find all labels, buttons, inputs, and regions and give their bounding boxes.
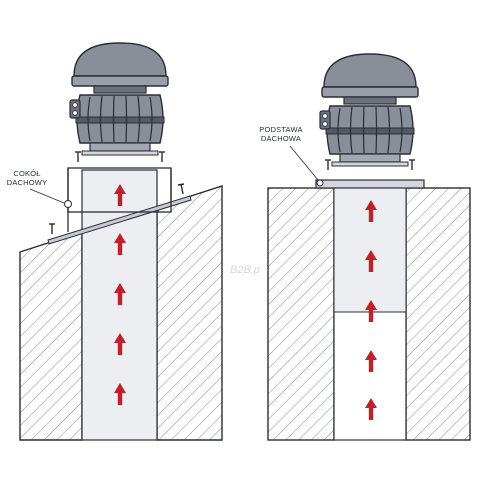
watermark: B2B.p [230,264,260,276]
left-roof-plate [47,195,192,245]
label-podstawa-line1: PODSTAWA [259,125,303,134]
left-installation [19,42,223,441]
screw-icon [325,159,415,170]
fan-hood-icon [69,42,169,156]
label-podstawa-line2: DACHOWA [260,133,302,143]
roof-base [315,179,425,189]
right-wall-outer [267,187,335,441]
label-cokol-line1: COKÓŁ [13,169,41,178]
screw-icon [49,151,185,234]
right-wall-inner [405,187,471,441]
fan-hood-icon [319,53,419,167]
label-cokol-dachowy: COKÓŁ DACHOWY [2,169,52,187]
left-wall-inner [156,185,223,441]
left-wall-outer [19,231,83,441]
label-cokol-line2: DACHOWY [6,177,48,187]
right-installation [267,53,471,441]
label-podstawa-dachowa: PODSTAWA DACHOWA [246,125,316,143]
